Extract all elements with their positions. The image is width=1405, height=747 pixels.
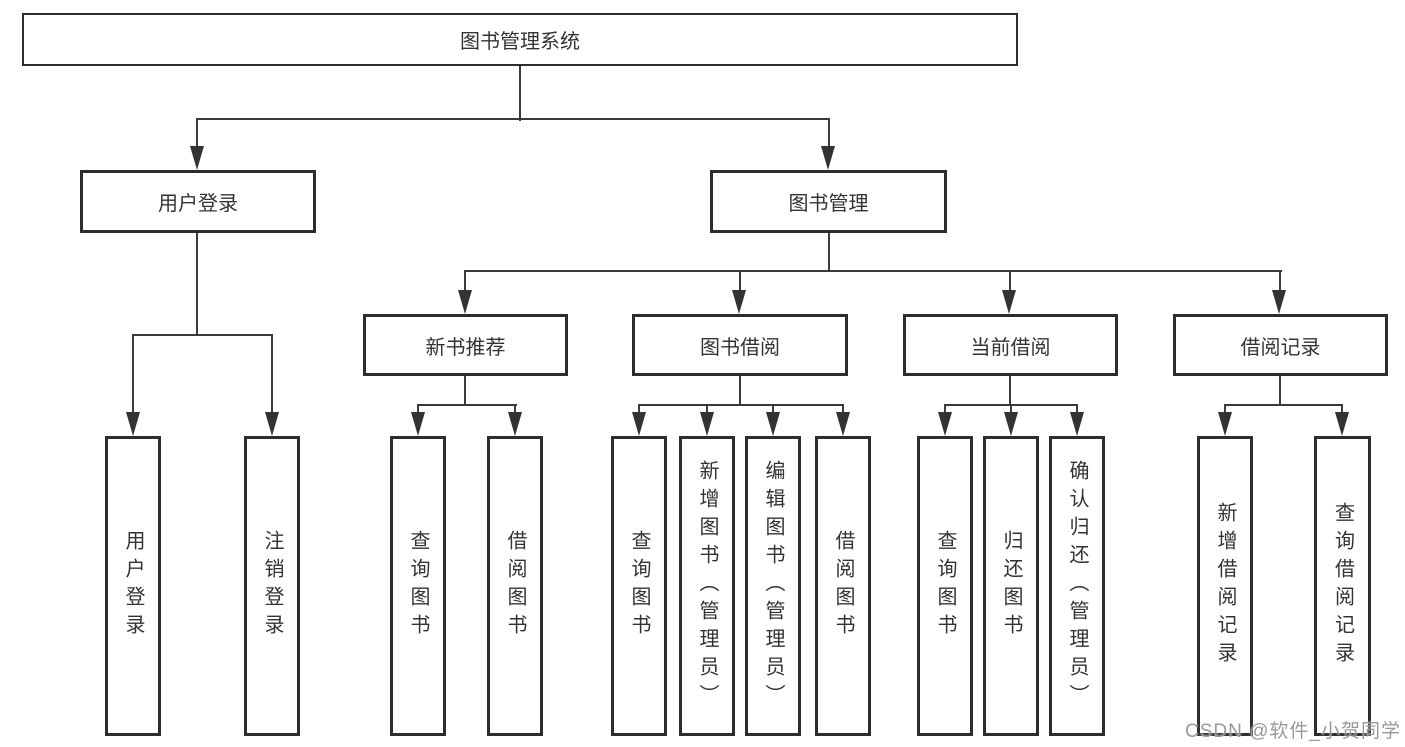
- node-new-book-recommend: 新书推荐: [363, 314, 568, 376]
- node-label: 查询借阅记录: [1331, 502, 1354, 670]
- connector-line: [464, 270, 466, 294]
- node-leaf-query-books-current: 查询图书: [917, 436, 973, 736]
- node-leaf-confirm-return-admin: 确认归还（管理员）: [1049, 436, 1105, 736]
- arrow-down-icon: [458, 290, 472, 314]
- connector-line: [638, 404, 844, 406]
- node-system-root: 图书管理系统: [22, 13, 1018, 66]
- node-leaf-edit-books-admin: 编辑图书（管理员）: [745, 436, 801, 736]
- arrow-down-icon: [632, 412, 646, 436]
- connector-line: [1009, 376, 1011, 406]
- node-label: 编辑图书（管理员）: [762, 460, 784, 712]
- connector-line: [1279, 270, 1281, 294]
- node-leaf-return-books: 归还图书: [983, 436, 1039, 736]
- node-leaf-query-borrow-record: 查询借阅记录: [1314, 436, 1371, 736]
- node-label: 查询图书: [934, 530, 956, 642]
- connector-line: [1076, 404, 1078, 416]
- arrow-down-icon: [766, 412, 780, 436]
- connector-line: [132, 334, 273, 336]
- watermark: CSDN @软件_小贺同学: [1185, 721, 1401, 742]
- node-label: 注销登录: [261, 530, 283, 642]
- node-label: 图书借阅: [700, 336, 780, 359]
- node-leaf-borrow-books: 借阅图书: [815, 436, 871, 736]
- node-leaf-add-borrow-record: 新增借阅记录: [1197, 436, 1253, 736]
- connector-line: [1224, 404, 1343, 406]
- arrow-down-icon: [700, 412, 714, 436]
- node-leaf-user-login: 用户登录: [105, 436, 161, 736]
- connector-line: [1279, 376, 1281, 406]
- arrow-down-icon: [190, 146, 204, 170]
- connector-line: [842, 404, 844, 416]
- arrow-down-icon: [411, 412, 425, 436]
- node-leaf-logout: 注销登录: [244, 436, 300, 736]
- node-leaf-add-books-admin: 新增图书（管理员）: [679, 436, 735, 736]
- node-user-login: 用户登录: [80, 170, 316, 233]
- arrow-down-icon: [821, 146, 835, 170]
- connector-line: [196, 233, 198, 336]
- connector-line: [706, 404, 708, 416]
- connector-line: [196, 118, 830, 120]
- node-label: 查询图书: [628, 530, 650, 642]
- arrow-down-icon: [1070, 412, 1084, 436]
- connector-line: [772, 404, 774, 416]
- connector-line: [514, 404, 516, 416]
- node-leaf-query-books-recommend: 查询图书: [390, 436, 446, 736]
- arrow-down-icon: [1335, 412, 1349, 436]
- node-label: 归还图书: [1000, 530, 1022, 642]
- connector-line: [1224, 404, 1226, 416]
- connector-line: [1010, 404, 1012, 416]
- node-borrowing-records: 借阅记录: [1173, 314, 1388, 376]
- arrow-down-icon: [265, 412, 279, 436]
- connector-line: [196, 118, 198, 150]
- node-label: 借阅图书: [832, 530, 854, 642]
- connector-line: [828, 118, 830, 150]
- node-label: 查询图书: [407, 530, 429, 642]
- node-leaf-query-books-borrow: 查询图书: [611, 436, 667, 736]
- node-label: 用户登录: [122, 530, 144, 642]
- node-label: 新增借阅记录: [1214, 502, 1236, 670]
- connector-line: [828, 233, 830, 272]
- connector-line: [464, 376, 466, 406]
- node-label: 确认归还（管理员）: [1066, 460, 1088, 712]
- connector-line: [271, 334, 273, 416]
- arrow-down-icon: [836, 412, 850, 436]
- connector-line: [417, 404, 517, 406]
- arrow-down-icon: [508, 412, 522, 436]
- arrow-down-icon: [126, 412, 140, 436]
- connector-line: [739, 270, 741, 294]
- arrow-down-icon: [1218, 412, 1232, 436]
- arrow-down-icon: [1004, 412, 1018, 436]
- connector-line: [638, 404, 640, 416]
- arrow-down-icon: [732, 290, 746, 314]
- node-label: 借阅记录: [1240, 336, 1321, 359]
- node-book-borrowing: 图书借阅: [632, 314, 848, 376]
- node-book-management: 图书管理: [710, 170, 947, 233]
- connector-line: [519, 65, 521, 121]
- connector-line: [1009, 270, 1011, 294]
- node-label: 新书推荐: [425, 336, 506, 359]
- connector-line: [944, 404, 946, 416]
- connector-line: [739, 376, 741, 406]
- node-label: 当前借阅: [970, 336, 1051, 359]
- node-leaf-borrow-books-recommend: 借阅图书: [487, 436, 543, 736]
- node-label: 图书管理系统: [460, 31, 580, 53]
- node-current-borrowing: 当前借阅: [903, 314, 1118, 376]
- node-label: 借阅图书: [504, 530, 526, 642]
- connector-line: [417, 404, 419, 416]
- node-label: 新增图书（管理员）: [696, 460, 718, 712]
- arrow-down-icon: [938, 412, 952, 436]
- arrow-down-icon: [1002, 290, 1016, 314]
- connector-line: [1341, 404, 1343, 416]
- arrow-down-icon: [1272, 290, 1286, 314]
- node-label: 用户登录: [158, 193, 238, 215]
- node-label: 图书管理: [788, 193, 869, 215]
- connector-line: [132, 334, 134, 416]
- connector-line: [464, 270, 1282, 272]
